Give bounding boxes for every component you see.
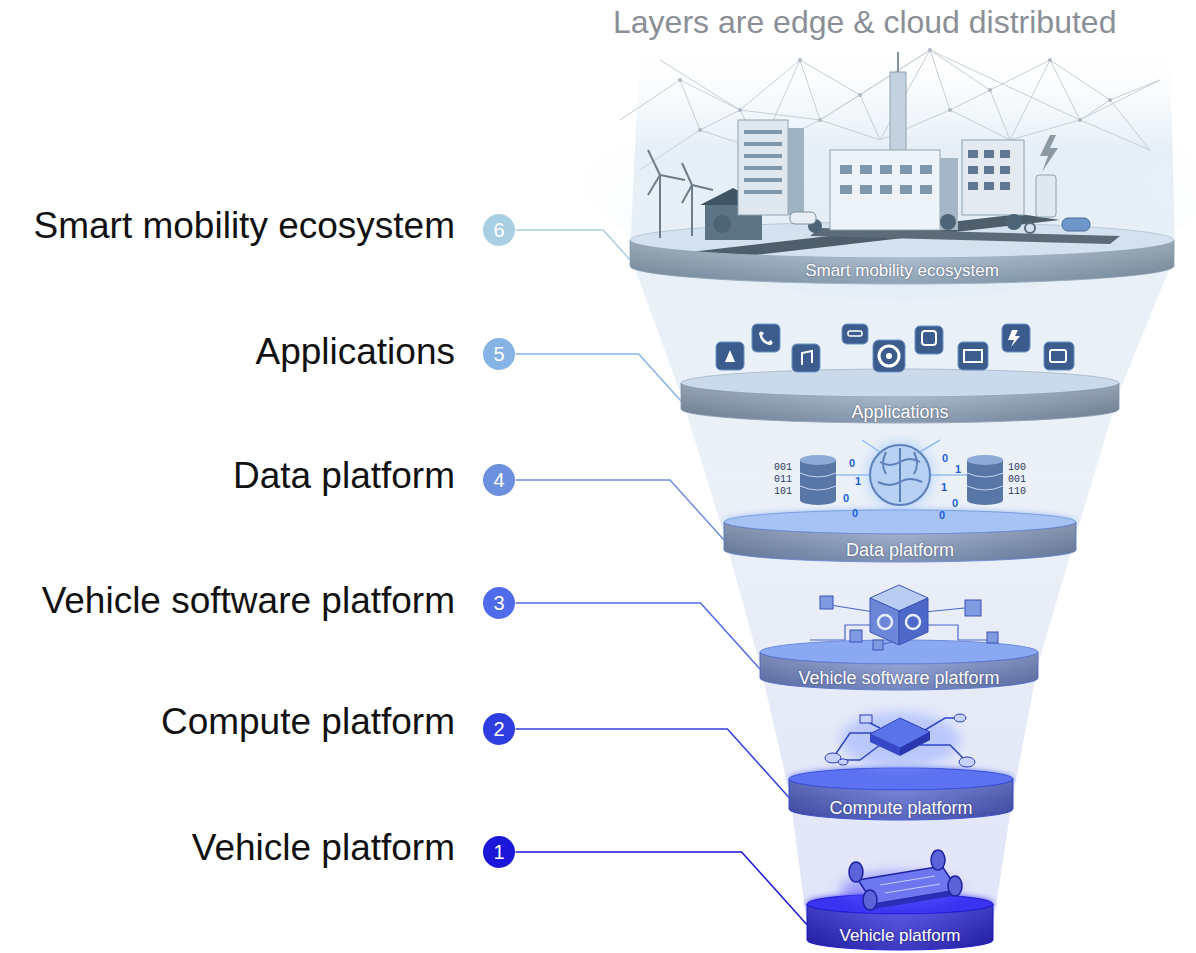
disc-label: Vehicle software platform <box>798 667 999 689</box>
label-wrap: 0 <box>849 453 855 471</box>
layer-disc: Vehicle platform <box>807 904 993 950</box>
leader-line <box>515 480 724 540</box>
label-wrap: 011 <box>774 468 792 486</box>
disc-label: Smart mobility ecosystem <box>805 261 999 281</box>
disc-tops <box>630 222 1174 914</box>
label-wrap: Smart mobility ecosystem <box>34 204 456 248</box>
database-right <box>967 455 1003 505</box>
binary-row: 001 <box>1008 474 1026 486</box>
data-bit: 0 <box>849 457 855 470</box>
label-wrap: Compute platform <box>161 700 455 744</box>
layer-disc: Smart mobility ecosystem <box>630 240 1174 284</box>
data-bit: 0 <box>939 509 945 522</box>
callout-digit: 5 <box>493 343 504 365</box>
label-wrap: 1 <box>855 471 861 489</box>
data-bit: 1 <box>941 481 947 494</box>
leader-line <box>515 230 630 260</box>
label-wrap: 101 <box>774 480 792 498</box>
binary-row: 011 <box>774 474 792 486</box>
title-wrap: Layers are edge & cloud distributed <box>613 3 1116 41</box>
label-wrap: 1 <box>955 459 961 477</box>
data-bit: 0 <box>952 497 958 510</box>
label-wrap: 0 <box>952 493 958 511</box>
layer-disc: Data platform <box>724 522 1076 562</box>
label-wrap: 0 <box>942 448 948 466</box>
label-wrap: Vehicle software platform <box>42 579 455 623</box>
compute-illustration <box>825 712 975 768</box>
layer-name: Compute platform <box>161 700 455 744</box>
label-wrap: 1 <box>941 477 947 495</box>
callout-number: 3 <box>483 587 515 619</box>
label-wrap: Data platform <box>233 454 455 498</box>
leader-line <box>515 729 789 797</box>
data-illustration <box>800 440 1003 509</box>
label-wrap: 0 <box>939 505 945 523</box>
callout-number: 5 <box>483 338 515 370</box>
layer-name: Vehicle platform <box>192 826 455 870</box>
label-wrap: 0 <box>843 488 849 506</box>
callout-number: 6 <box>483 214 515 246</box>
data-bit: 1 <box>955 463 961 476</box>
layer-name: Data platform <box>233 454 455 498</box>
leader-line <box>515 354 681 401</box>
disc-label: Compute platform <box>829 797 972 819</box>
label-wrap: 0 <box>852 503 858 521</box>
binary-row: 110 <box>1008 486 1026 498</box>
diagram-title: Layers are edge & cloud distributed <box>613 3 1116 41</box>
binary-row: 100 <box>1008 462 1026 474</box>
app-icons <box>716 324 1074 372</box>
layer-name: Smart mobility ecosystem <box>34 204 456 248</box>
software-illustration <box>810 585 998 650</box>
leader-line <box>515 852 807 925</box>
data-bit: 1 <box>855 475 861 488</box>
callout-digit: 1 <box>493 841 504 863</box>
database-left <box>800 455 836 505</box>
callout-number: 4 <box>483 464 515 496</box>
callout-digit: 6 <box>493 219 504 241</box>
layer-disc: Compute platform <box>789 779 1013 820</box>
layer-disc: Applications <box>681 383 1119 423</box>
layer-disc: Vehicle software platform <box>760 652 1038 690</box>
label-wrap: 001 <box>1008 468 1026 486</box>
callout-digit: 2 <box>493 718 504 740</box>
leader-line <box>515 603 760 669</box>
label-wrap: Applications <box>255 330 455 374</box>
disc-label: Vehicle platform <box>840 926 961 946</box>
chassis-illustration <box>840 850 962 910</box>
callout-digit: 3 <box>493 592 504 614</box>
data-bit: 0 <box>843 492 849 505</box>
label-wrap: 110 <box>1008 480 1026 498</box>
layer-name: Vehicle software platform <box>42 579 455 623</box>
funnel-glow <box>570 0 1196 925</box>
callout-digit: 4 <box>493 469 504 491</box>
city-illustration <box>648 52 1120 258</box>
layer-name: Applications <box>255 330 455 374</box>
label-wrap: 001 <box>774 456 792 474</box>
binary-row: 101 <box>774 486 792 498</box>
label-wrap: 100 <box>1008 456 1026 474</box>
data-bit: 0 <box>852 507 858 520</box>
label-wrap: Vehicle platform <box>192 826 455 870</box>
data-bit: 0 <box>942 452 948 465</box>
binary-row: 001 <box>774 462 792 474</box>
disc-label: Applications <box>851 401 948 423</box>
callout-number: 1 <box>483 836 515 868</box>
callout-number: 2 <box>483 713 515 745</box>
disc-label: Data platform <box>846 539 954 561</box>
